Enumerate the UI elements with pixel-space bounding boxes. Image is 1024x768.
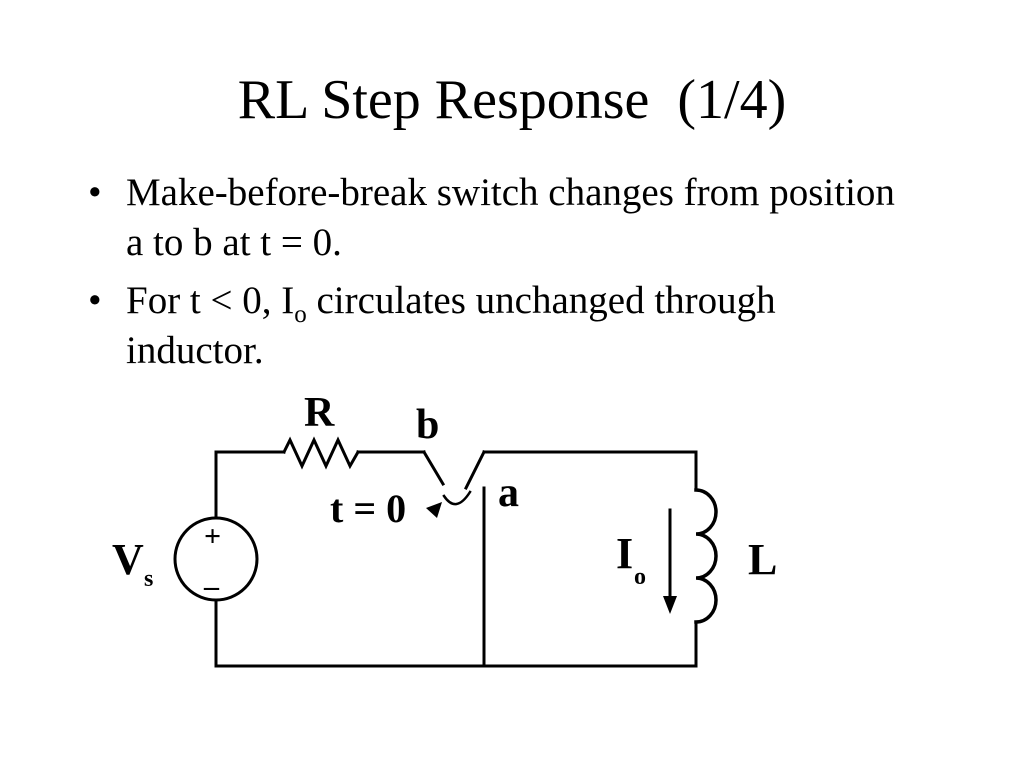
- switch-contact-b-label: b: [416, 402, 439, 448]
- switch-contact-a-label: a: [498, 470, 519, 516]
- switch-arc-arrowhead: [426, 502, 442, 518]
- resistor-symbol: [281, 436, 361, 470]
- source-subscript: s: [144, 566, 153, 592]
- switch-motion-arc: [442, 490, 472, 506]
- bullet-text-start: For t < 0, I: [126, 279, 295, 322]
- source-label: V: [112, 535, 144, 584]
- bullet-item: • For t < 0, Io circulates unchanged thr…: [88, 276, 918, 376]
- inductor-label: L: [748, 535, 777, 584]
- resistor-label: R: [304, 390, 335, 436]
- current-arrow-head: [663, 596, 677, 614]
- slide-title: RL Step Response (1/4): [237, 69, 787, 131]
- bullet-dot: •: [88, 171, 102, 214]
- voltage-source-circle: [173, 516, 259, 602]
- switch-time-label: t = 0: [330, 486, 406, 531]
- bullet-text-end: circulates unchanged through inductor.: [126, 279, 776, 372]
- switch-contact-b-stub: [463, 449, 487, 491]
- bullet-text-subscript: o: [294, 300, 307, 328]
- inductor-symbol: [694, 488, 718, 624]
- bullet-dot: •: [88, 279, 102, 322]
- bullet-item: • Make-before-break switch changes from …: [88, 168, 918, 268]
- source-plus-sign: +: [204, 520, 221, 553]
- bullet-list: • Make-before-break switch changes from …: [88, 168, 918, 384]
- switch-blade: [421, 449, 446, 487]
- bullet-text: Make-before-break switch changes from po…: [126, 171, 895, 264]
- source-minus-sign: –: [203, 570, 220, 603]
- current-subscript: o: [634, 564, 646, 590]
- current-label: I: [616, 529, 633, 578]
